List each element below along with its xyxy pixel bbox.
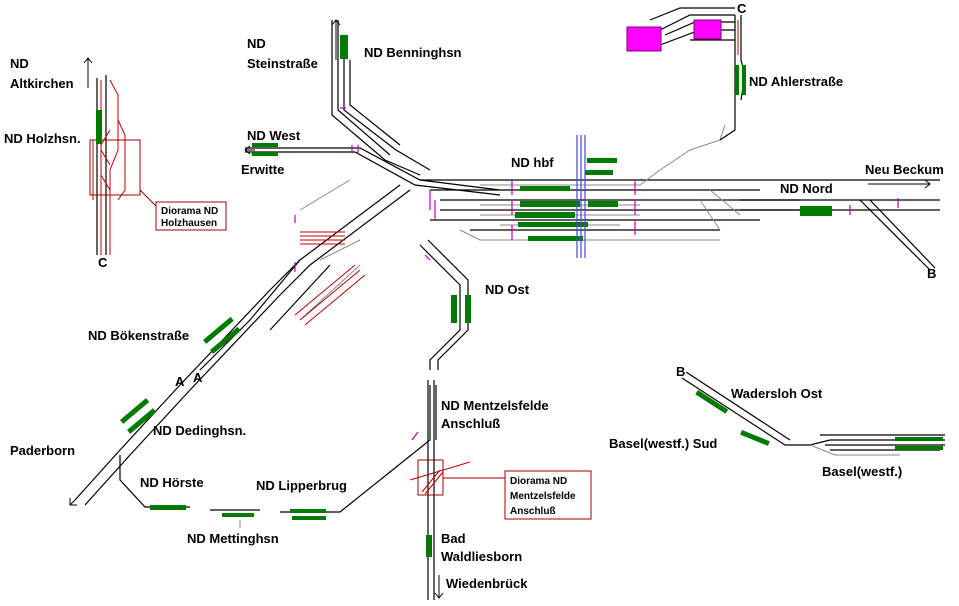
label-hbf: ND hbf [511, 155, 554, 170]
diorama-holzhausen-frame [89, 139, 141, 196]
label-mentzelsfelde-1: ND Mentzelsfelde [441, 398, 549, 413]
platform-boekenstrasse-1 [202, 316, 234, 344]
label-ost: ND Ost [485, 282, 530, 297]
label-basel-sud: Basel(westf.) Sud [609, 436, 717, 451]
platform-basel-sud [740, 430, 770, 446]
platform-dedinghsn-2 [126, 408, 157, 434]
platform-steinstrasse [340, 35, 348, 59]
hbf-area [420, 124, 940, 271]
holzhausen-area [83, 57, 157, 255]
connector-a-left: A [175, 374, 185, 389]
platform-hbf-2 [585, 170, 613, 175]
label-steinstrasse-1: ND [247, 36, 266, 51]
ost-branch [409, 239, 505, 600]
label-ahlerstrasse: ND Ahlerstraße [749, 74, 843, 89]
svg-text:Diorama ND: Diorama ND [510, 476, 567, 487]
platform-hbf-7 [518, 222, 588, 227]
label-hoerste: ND Hörste [140, 475, 204, 490]
platform-hbf-3 [520, 186, 570, 191]
label-mentzelsfelde-2: Anschluß [441, 416, 500, 431]
svg-text:Holzhausen: Holzhausen [161, 218, 217, 229]
platform-lipperbrug-1 [290, 509, 326, 513]
platform-mettinghsn [222, 513, 254, 517]
platform-ost-1 [451, 295, 457, 323]
platform-dedinghsn-1 [120, 398, 150, 424]
platform-ahlerstrasse-2 [742, 65, 746, 95]
label-wiedenbrueck: Wiedenbrück [446, 576, 528, 591]
platform-holzhsn [96, 110, 102, 144]
label-west: ND West [247, 128, 301, 143]
diorama-mentzelsfelde-frame [417, 459, 444, 496]
label-lipperbrug: ND Lipperbrug [256, 478, 347, 493]
connector-c-top: C [737, 1, 747, 16]
label-nord: ND Nord [780, 181, 833, 196]
label-boekenstrasse: ND Bökenstraße [88, 328, 189, 343]
platform-west-1 [252, 143, 278, 147]
platform-boekenstrasse-2 [210, 326, 241, 354]
connector-b-wadersloh: B [676, 364, 685, 379]
label-waldliesborn-1: Bad [441, 531, 466, 546]
svg-text:Diorama ND: Diorama ND [161, 206, 218, 217]
svg-text:Anschluß: Anschluß [510, 506, 556, 517]
depot-block-1 [626, 26, 662, 52]
platform-hbf-6 [515, 212, 575, 218]
label-benninghsn: ND Benninghsn [364, 45, 462, 60]
platform-hbf-4 [520, 201, 580, 207]
basel-branch [681, 371, 945, 456]
label-steinstrasse-2: Steinstraße [247, 56, 318, 71]
steinstrasse-area [244, 19, 501, 196]
label-paderborn: Paderborn [10, 443, 75, 458]
label-wadersloh-ost: Wadersloh Ost [731, 386, 823, 401]
platform-ahlerstrasse-1 [735, 65, 739, 95]
south-loop [119, 385, 437, 528]
label-waldliesborn-2: Waldliesborn [441, 549, 522, 564]
platform-lipperbrug-2 [292, 516, 326, 520]
label-mettinghsn: ND Mettinghsn [187, 531, 279, 546]
svg-text:Mentzelsfelde: Mentzelsfelde [510, 491, 576, 502]
southwest-branch [69, 179, 411, 506]
platform-west-2 [252, 152, 278, 156]
depot-block-2 [693, 19, 722, 40]
label-holzhsn: ND Holzhsn. [4, 131, 81, 146]
platform-hoerste [150, 505, 186, 510]
diorama-mentzelsfelde-label: Diorama ND Mentzelsfelde Anschluß [504, 470, 592, 520]
ahlerstrasse-area [626, 7, 746, 141]
platform-wadersloh-ost [695, 390, 729, 414]
label-basel: Basel(westf.) [822, 464, 902, 479]
connector-c-left: C [98, 255, 108, 270]
platform-hbf-8 [528, 236, 583, 241]
platform-hbf-5 [588, 201, 618, 207]
label-dedinghsn: ND Dedinghsn. [153, 423, 246, 438]
platform-ost-2 [465, 295, 471, 323]
platform-basel-1 [895, 437, 943, 441]
label-altkirchen-1: ND [10, 56, 29, 71]
platform-nord [800, 206, 832, 216]
connector-b-nord: B [927, 266, 936, 281]
label-erwitte: Erwitte [241, 162, 284, 177]
platform-basel-2 [895, 446, 943, 450]
connector-a-right: A [193, 370, 203, 385]
diorama-holzhausen-label: Diorama ND Holzhausen [155, 201, 227, 231]
label-neu-beckum: Neu Beckum [865, 162, 944, 177]
platform-hbf-1 [587, 158, 617, 163]
platform-waldliesborn [426, 535, 432, 557]
label-altkirchen-2: Altkirchen [10, 76, 74, 91]
